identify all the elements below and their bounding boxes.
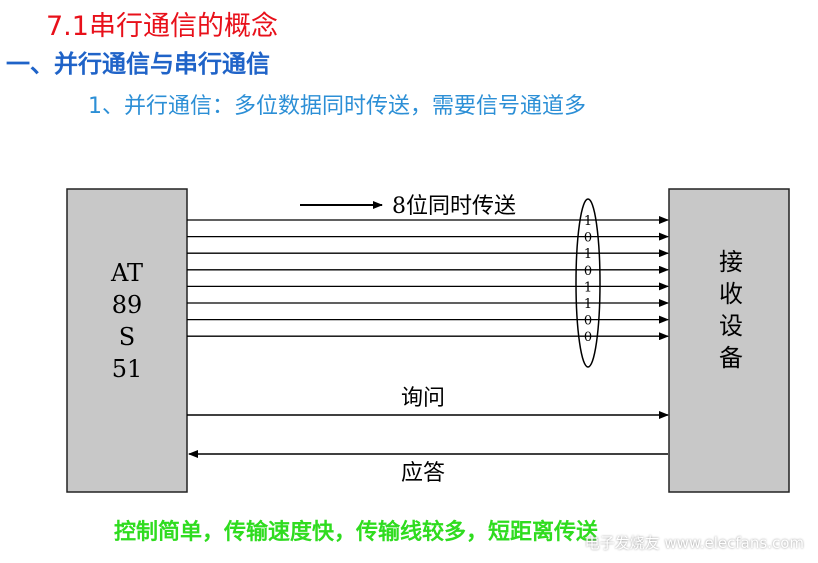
- data-lines: [187, 216, 669, 341]
- data-bit: 0: [584, 314, 592, 329]
- page-title: 7.1串行通信的概念: [46, 11, 278, 42]
- data-bit: 1: [584, 297, 592, 312]
- reply-label: 应答: [401, 461, 445, 486]
- data-bit: 1: [584, 214, 592, 229]
- sender-label-line: S: [119, 323, 135, 351]
- bit-group-ellipse: [575, 198, 601, 368]
- data-bit: 1: [584, 280, 592, 295]
- section-heading: 一、并行通信与串行通信: [6, 50, 270, 78]
- sender-label-line: 89: [112, 291, 143, 319]
- data-bit: 0: [584, 231, 592, 246]
- subsection-heading: 1、并行通信：多位数据同时传送，需要信号通道多: [88, 94, 586, 119]
- summary-note: 控制简单，传输速度快，传输线较多，短距离传送: [114, 520, 599, 545]
- query-label: 询问: [401, 386, 445, 411]
- data-bit: 0: [584, 330, 592, 345]
- data-bit: 1: [584, 247, 592, 262]
- receiver-box: [668, 188, 790, 493]
- data-bit: 0: [584, 264, 592, 279]
- receiver-label-char: 设: [719, 312, 743, 340]
- sender-box: [66, 188, 188, 493]
- receiver-label-char: 接: [719, 248, 743, 276]
- watermark: 电子发烧友 www.elecfans.com: [584, 534, 804, 552]
- receiver-label-char: 备: [719, 344, 743, 372]
- sender-label-line: AT: [110, 259, 143, 287]
- transfer-label: 8位同时传送: [392, 194, 516, 219]
- receiver-label-char: 收: [719, 280, 743, 308]
- sender-label-line: 51: [112, 355, 143, 383]
